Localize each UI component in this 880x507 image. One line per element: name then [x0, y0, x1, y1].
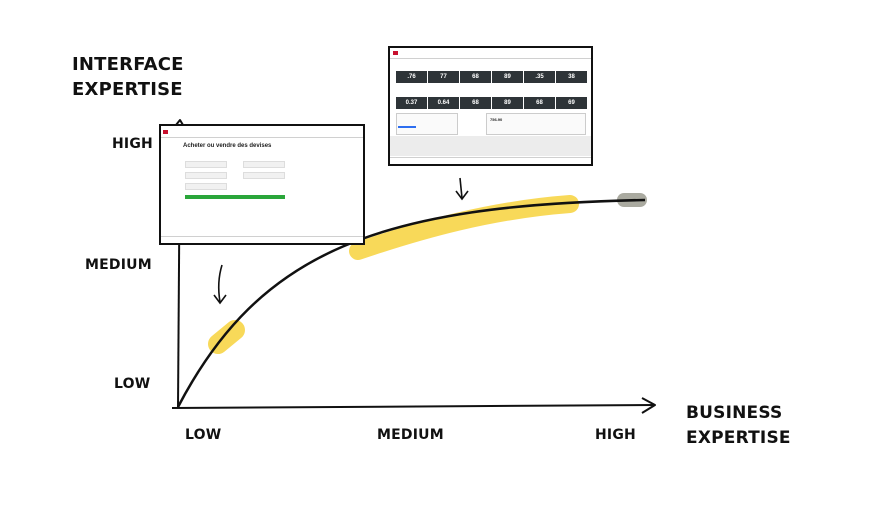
- currency-to-field: [243, 161, 285, 168]
- x-axis-title-line1: BUSINESS: [686, 403, 783, 423]
- blotter-panel: 756.90: [486, 113, 586, 135]
- arrow-to-medium: [459, 177, 463, 199]
- simple-form-screenshot: Acheter ou vendre des devises: [159, 124, 365, 245]
- x-axis-title-line2: EXPERTISE: [686, 428, 791, 448]
- x-tick-high: HIGH: [595, 427, 636, 443]
- date-field: [185, 183, 227, 190]
- amount-to-field: [243, 172, 285, 179]
- form-title: Acheter ou vendre des devises: [183, 143, 272, 149]
- footer-divider: [161, 236, 363, 237]
- amount-from-field: [185, 172, 227, 179]
- rate-tile: .76: [396, 71, 427, 83]
- rate-tile: 0.37: [396, 97, 427, 109]
- y-axis-title-line1: INTERFACE: [72, 54, 184, 75]
- x-axis-title: BUSINESS EXPERTISE: [686, 401, 791, 451]
- rate-tile: 89: [492, 97, 523, 109]
- rate-tile: .35: [524, 71, 555, 83]
- footer-divider: [390, 157, 591, 158]
- y-axis-title: INTERFACE EXPERTISE: [72, 52, 184, 102]
- big-value: 756.90: [490, 117, 503, 122]
- rate-tile: 68: [460, 71, 491, 83]
- arrow-to-low-head: [213, 294, 227, 305]
- progress-bar: [398, 126, 416, 128]
- x-axis-arrowhead: [641, 397, 656, 414]
- x-tick-low: LOW: [185, 427, 222, 443]
- rate-tile: 77: [428, 71, 459, 83]
- rate-tile: 68: [460, 97, 491, 109]
- rate-tile: 68: [524, 97, 555, 109]
- y-tick-medium: MEDIUM: [85, 257, 152, 273]
- submit-button: [185, 195, 285, 199]
- arrow-to-low: [217, 264, 223, 303]
- y-tick-low: LOW: [114, 376, 151, 392]
- rate-tile: 38: [556, 71, 587, 83]
- y-axis-title-line2: EXPERTISE: [72, 79, 183, 100]
- empty-workspace: [390, 136, 591, 156]
- learning-curve: [176, 198, 646, 408]
- medium-highlight: [349, 195, 579, 260]
- currency-from-field: [185, 161, 227, 168]
- brand-logo: [163, 130, 168, 134]
- x-tick-medium: MEDIUM: [377, 427, 444, 443]
- dense-grid-screenshot: .76 77 68 89 .35 38 0.37 0.64 68 89 68 6…: [388, 46, 593, 166]
- y-tick-high: HIGH: [112, 136, 153, 152]
- rate-tile: 89: [492, 71, 523, 83]
- header-divider: [161, 137, 363, 138]
- x-axis-line: [171, 404, 655, 409]
- rate-tile: 69: [556, 97, 587, 109]
- header-divider: [390, 58, 591, 59]
- rate-tile: 0.64: [428, 97, 459, 109]
- brand-logo: [393, 51, 398, 55]
- arrow-to-medium-head: [455, 190, 469, 201]
- order-panel: [396, 113, 458, 135]
